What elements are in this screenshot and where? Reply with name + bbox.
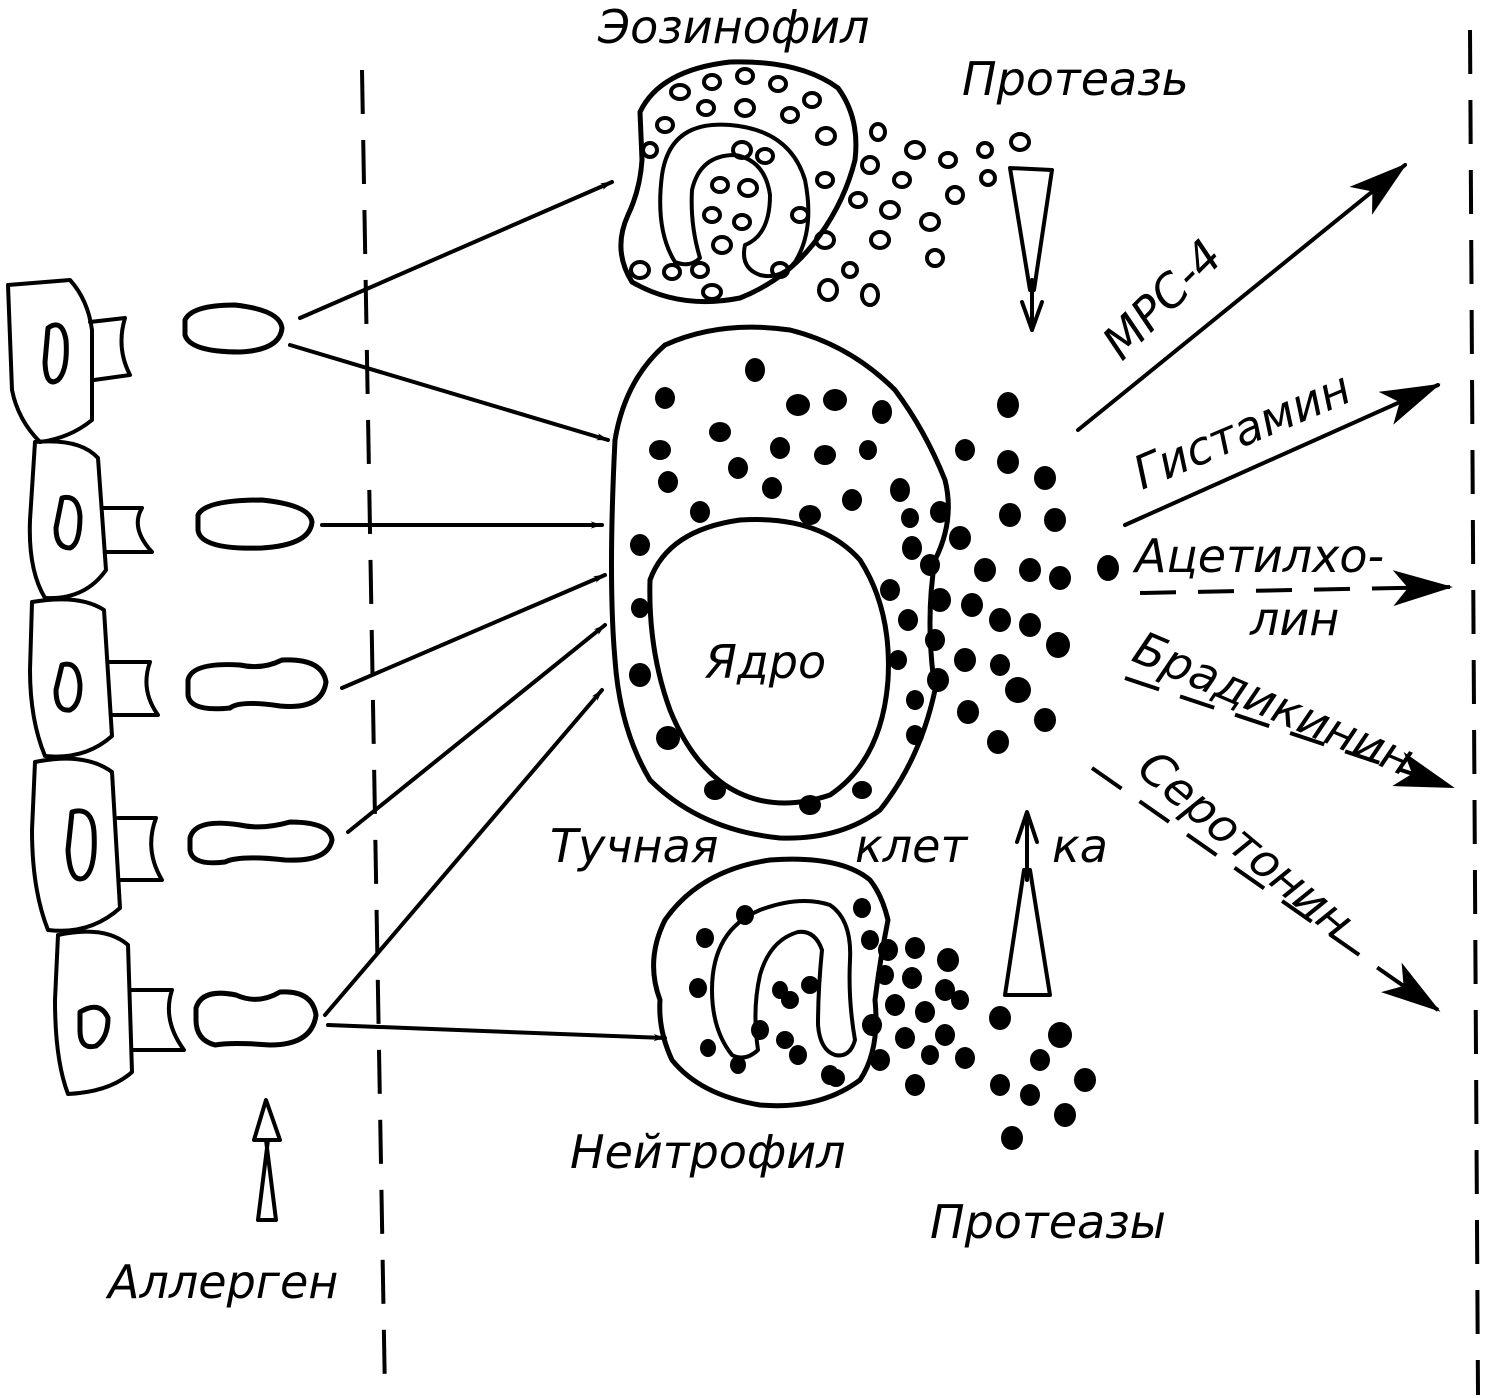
activation-arrows bbox=[288, 180, 667, 1042]
allergen-body bbox=[193, 989, 319, 1048]
protease-down-arrow-head bbox=[1020, 300, 1044, 332]
arrow-to-mast-cell bbox=[288, 343, 610, 442]
allergen-body bbox=[195, 497, 315, 551]
arrow-to-mast-cell bbox=[340, 573, 607, 690]
neutrophil-nucleus bbox=[710, 899, 857, 1060]
arrow-to-mast-cell bbox=[323, 688, 604, 1017]
proteases-up-arrow bbox=[1003, 868, 1052, 997]
eosinophil-label: Эозинофил bbox=[597, 0, 869, 54]
allergen-up-arrow bbox=[252, 1098, 282, 1222]
allergen-body bbox=[182, 302, 285, 355]
neutrophil-label: Нейтрофил bbox=[570, 1125, 846, 1179]
protease-label: Протеазь bbox=[962, 52, 1189, 106]
allergen-label: Аллерген bbox=[105, 1255, 338, 1309]
serotonin-label: Серотонин bbox=[1128, 739, 1364, 949]
neutrophil-cell bbox=[651, 856, 1096, 1150]
epithelial-cell bbox=[30, 756, 164, 933]
mast-cell-label-part1: Тучная bbox=[550, 819, 718, 873]
arrow-to-neutrophil bbox=[326, 1023, 667, 1042]
eosinophil-nucleus bbox=[658, 122, 811, 279]
epithelial-cell bbox=[6, 278, 132, 444]
acetylcholine-arrow bbox=[1139, 570, 1453, 607]
epithelial-cell bbox=[28, 597, 160, 759]
mrc4-arrow bbox=[1076, 163, 1408, 432]
epithelial-cell bbox=[53, 929, 186, 1096]
mrc4-label: МРС-4 bbox=[1092, 229, 1233, 370]
allergen-body bbox=[185, 657, 329, 712]
eosinophil-cell bbox=[618, 59, 1031, 307]
histamine-arrow bbox=[1123, 383, 1441, 527]
acetylcholine-label-line1: Ацетилхо- bbox=[1132, 529, 1384, 583]
protease-down-arrow bbox=[1008, 166, 1054, 292]
proteases-up-arrow-head bbox=[1015, 810, 1039, 844]
allergen-bodies bbox=[182, 302, 335, 1048]
mast-cell-granules bbox=[629, 358, 1119, 815]
left-boundary-dashed bbox=[360, 69, 387, 1396]
proteases-label: Протеазы bbox=[930, 1195, 1166, 1249]
mast-cell bbox=[609, 324, 1119, 841]
mediator-arrows bbox=[1076, 163, 1455, 1012]
mast-cell-label-part3: ка bbox=[1052, 819, 1108, 873]
right-boundary-dashed bbox=[1468, 29, 1480, 1396]
mast-cell-nucleus bbox=[647, 517, 891, 806]
epithelial-cell bbox=[27, 439, 154, 601]
histamine-label: Гистамин bbox=[1125, 360, 1358, 500]
allergen-body bbox=[187, 819, 335, 866]
epithelial-cell-column bbox=[6, 278, 186, 1096]
eosinophil-granules bbox=[629, 67, 1031, 307]
neutrophil-granules bbox=[689, 898, 1096, 1150]
mast-cell-label-part2: клет bbox=[855, 819, 968, 873]
arrow-to-eosinophil bbox=[298, 180, 614, 320]
nucleus-label: Ядро bbox=[704, 635, 826, 689]
acetylcholine-label-line2: лин bbox=[1249, 592, 1339, 646]
serotonin-arrow bbox=[1090, 766, 1441, 1012]
arrow-to-mast-cell bbox=[346, 623, 607, 834]
